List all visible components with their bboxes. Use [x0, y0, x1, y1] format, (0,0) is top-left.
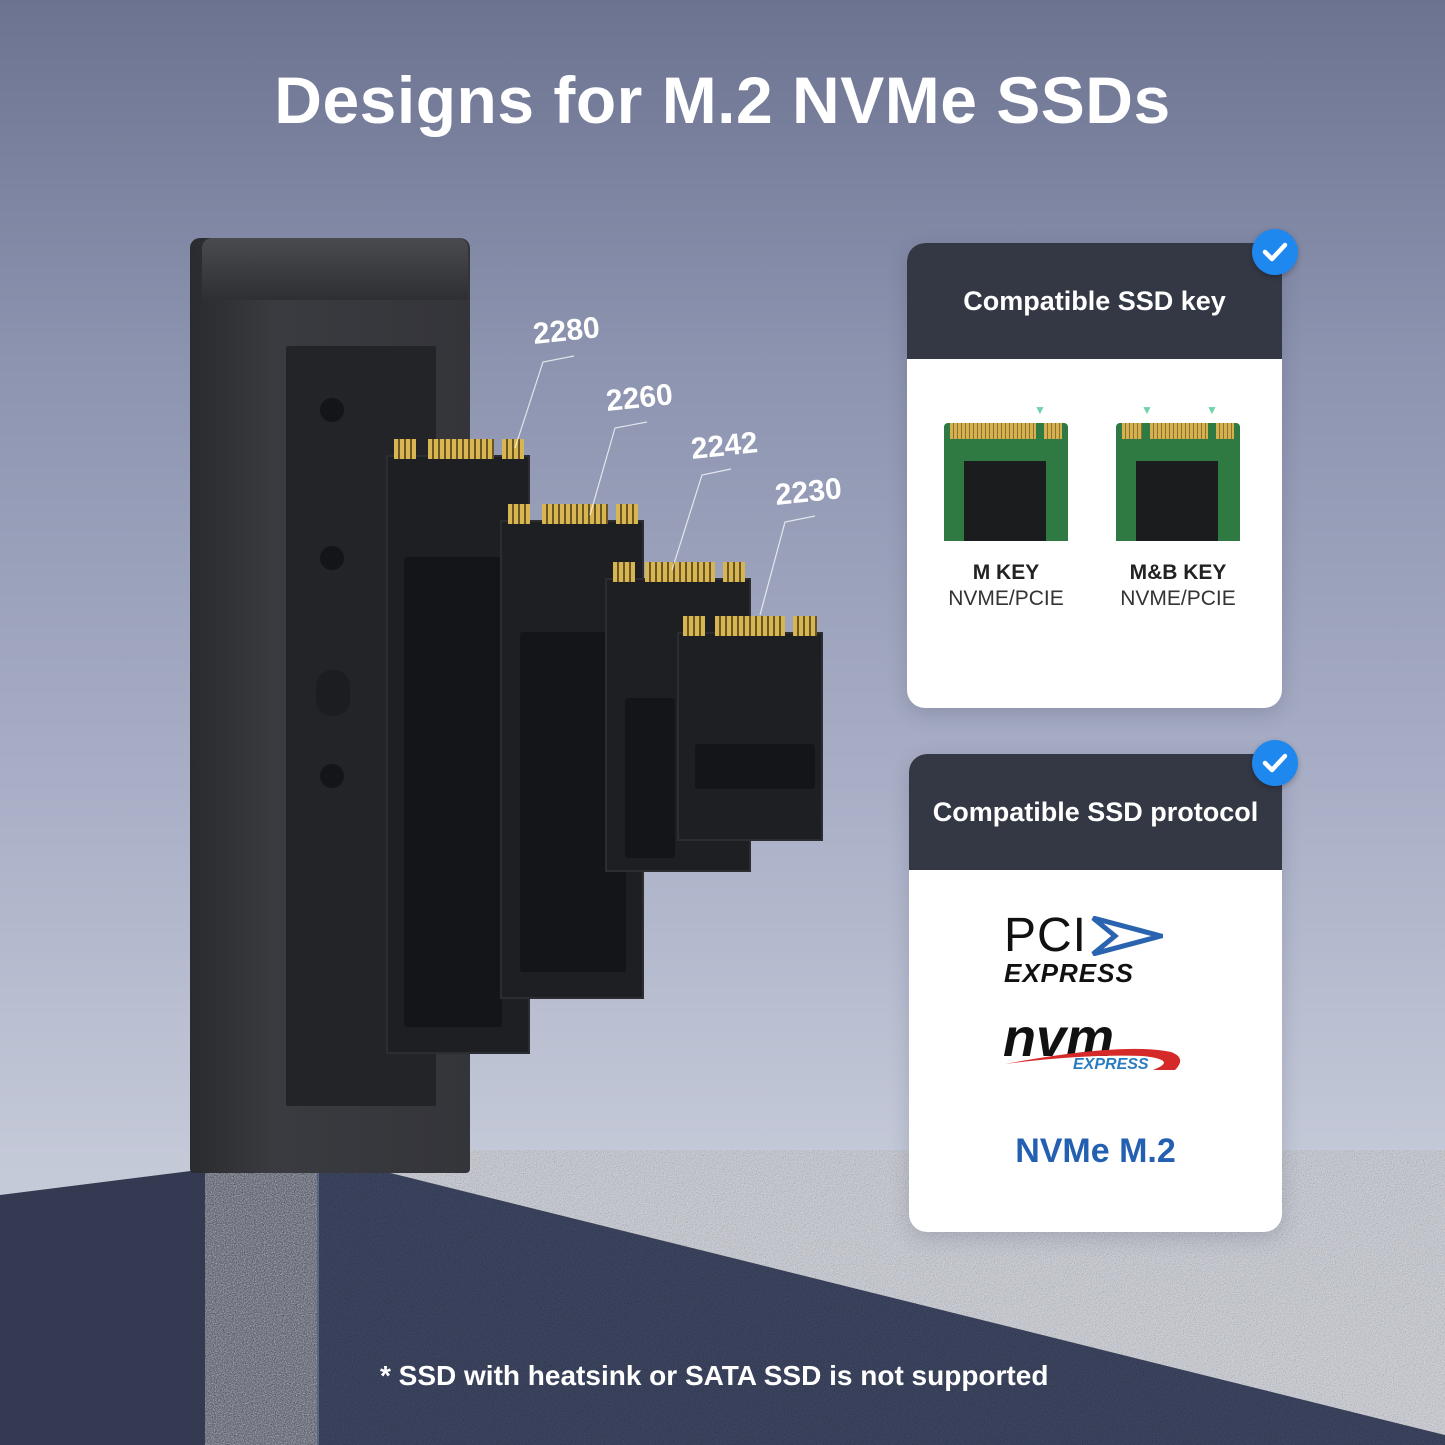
m-key-ssd-image: ▼: [944, 403, 1068, 541]
check-icon: [1252, 740, 1298, 786]
key-name: M KEY: [972, 561, 1040, 584]
screw-hole: [320, 398, 344, 422]
pci-arrow-icon: [1091, 916, 1164, 956]
size-label-2230: 2230: [773, 472, 844, 513]
m-key-item: ▼ M KEY NVME/PCIE: [931, 403, 1081, 611]
mb-key-item: ▼ ▼ M&B KEY NVME/PCIE: [1103, 403, 1253, 611]
mb-key-ssd-image: ▼ ▼: [1116, 403, 1240, 541]
headline: Designs for M.2 NVMe SSDs: [274, 63, 1171, 137]
card-header: Compatible SSD key: [907, 243, 1282, 359]
pedestal: [0, 1155, 1445, 1445]
check-icon: [1252, 229, 1298, 275]
nvm-swoosh-icon: [1005, 1048, 1181, 1070]
nvme-m2-label: NVMe M.2: [1015, 1132, 1176, 1170]
key-name: M&B KEY: [1129, 561, 1227, 584]
enclosure-cap: [202, 238, 468, 300]
size-label-2280: 2280: [531, 311, 602, 352]
screw-hole: [320, 764, 344, 788]
nvm-express-logo: nvm EXPRESS: [1003, 1011, 1181, 1073]
key-protocol: NVME/PCIE: [948, 587, 1064, 610]
key-protocol: NVME/PCIE: [1120, 587, 1236, 610]
screw-hole: [320, 546, 344, 570]
mount-knob: [316, 670, 350, 716]
size-label-2242: 2242: [689, 426, 760, 467]
footnote: * SSD with heatsink or SATA SSD is not s…: [380, 1360, 1049, 1391]
compatible-key-card: Compatible SSD key ▼ M KEY NVME/PCIE ▼ ▼…: [907, 229, 1298, 708]
compatible-protocol-card: Compatible SSD protocol PCI EXPRESS nvm …: [909, 740, 1298, 1232]
ssd-2230: [677, 616, 823, 841]
size-label-2260: 2260: [604, 378, 675, 419]
card-header: Compatible SSD protocol: [909, 754, 1282, 870]
pci-express-logo: PCI EXPRESS: [1004, 912, 1164, 989]
